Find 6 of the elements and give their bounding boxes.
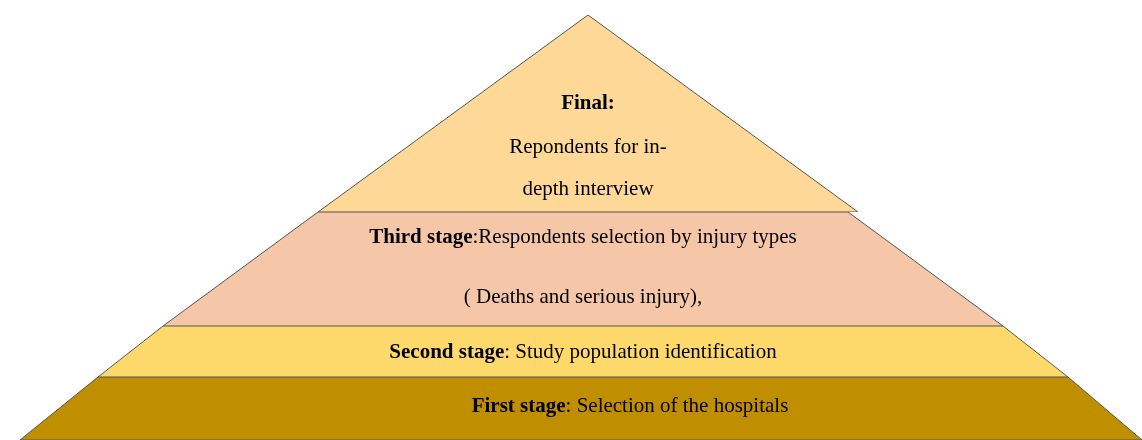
band-text: Repondents for in-depth interview [508, 133, 668, 202]
band-heading: Third stage:Respondents selection by injury types [368, 224, 798, 248]
band-heading: First stage: Selection of the hospitals [470, 393, 790, 417]
band-heading: Second stage: Study population identification [388, 339, 778, 363]
band-heading: Final: [560, 90, 616, 114]
band-text: ( Deaths and serious injury), [462, 284, 704, 308]
